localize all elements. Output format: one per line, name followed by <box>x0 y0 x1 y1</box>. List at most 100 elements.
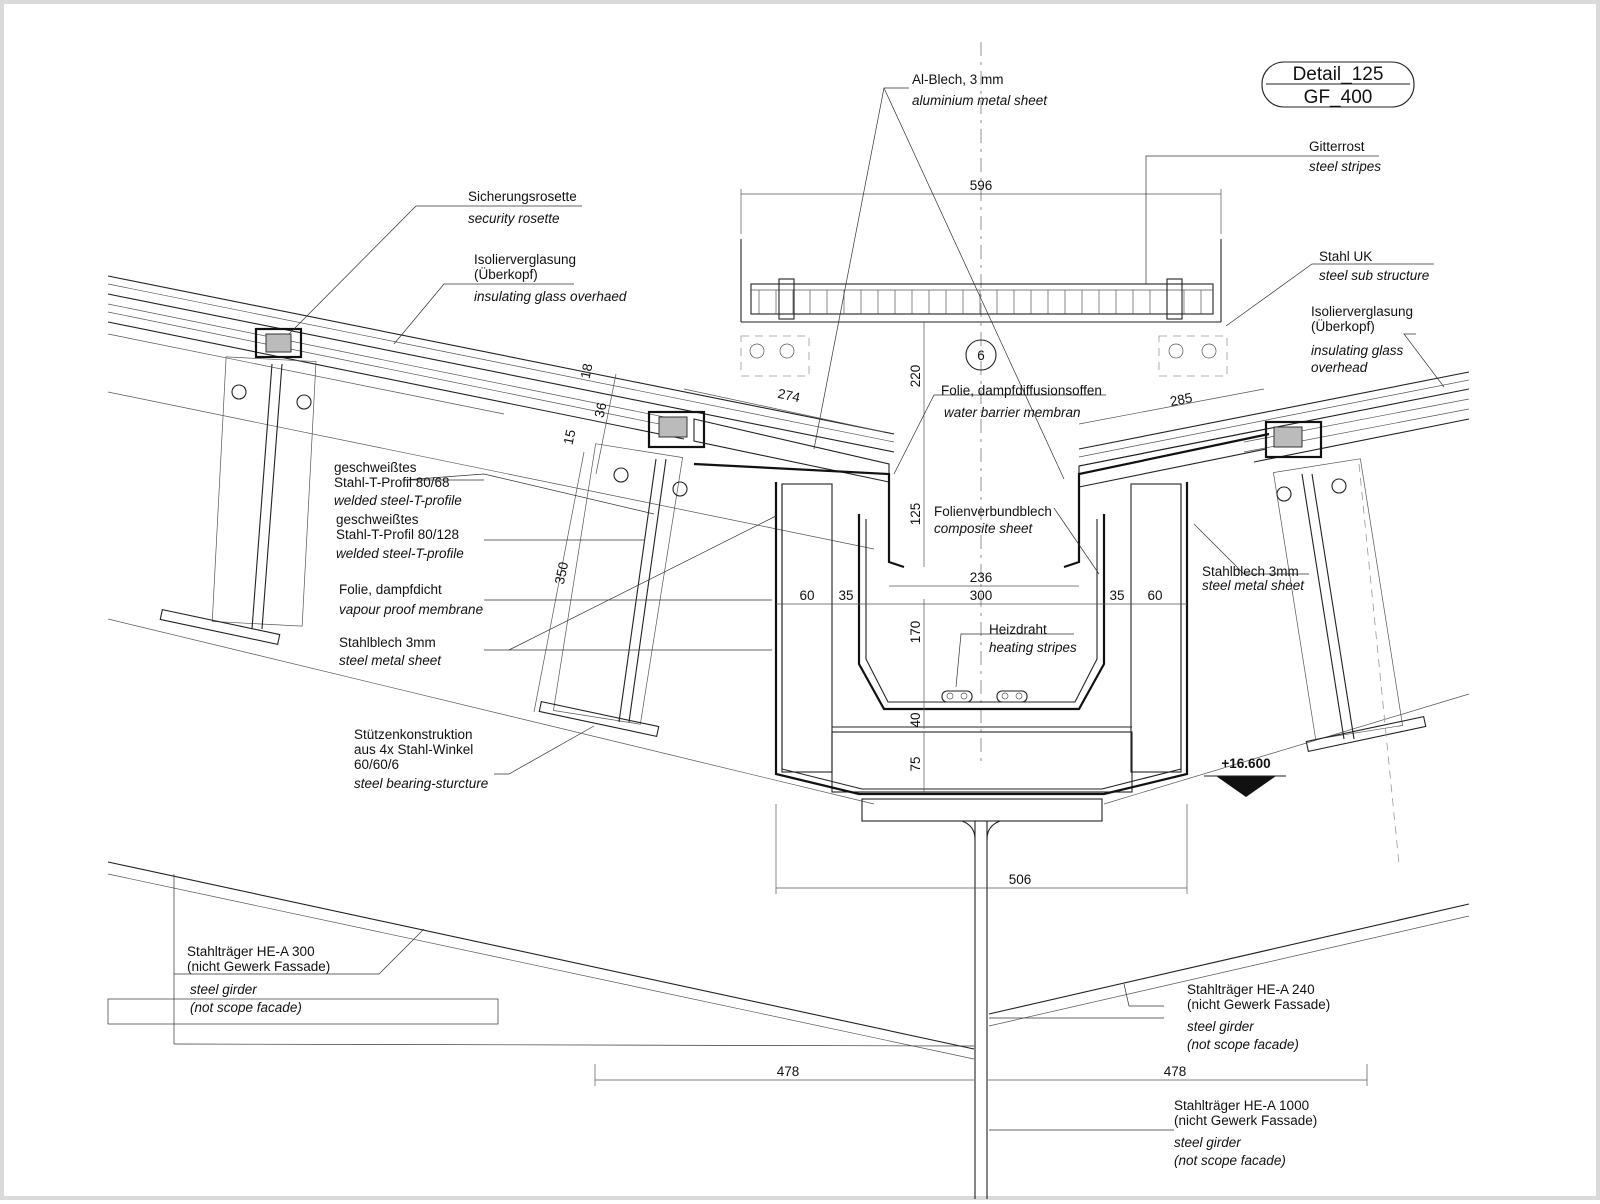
detail-drawing: Detail_125 GF_400 6 <box>107 42 1470 1199</box>
svg-text:Folie, dampfdiffusionsoffen: Folie, dampfdiffusionsoffen <box>941 383 1102 398</box>
svg-text:water barrier membran: water barrier membran <box>944 405 1081 420</box>
leader-lines <box>107 87 1445 1131</box>
dim-35-left: 35 <box>838 588 853 603</box>
svg-text:(nicht Gewerk Fassade): (nicht Gewerk Fassade) <box>1174 1113 1317 1128</box>
dim-60-left: 60 <box>799 588 814 603</box>
dim-170: 170 <box>908 621 923 644</box>
svg-text:steel girder: steel girder <box>1187 1019 1254 1034</box>
sub-structure-plates <box>740 335 1228 377</box>
label-hea240: Stahlträger HE-A 240 (nicht Gewerk Fassa… <box>1187 982 1330 1052</box>
label-stahl-uk: Stahl UK steel sub structure <box>1319 249 1429 283</box>
dim-236: 236 <box>970 570 993 585</box>
svg-text:composite sheet: composite sheet <box>934 521 1034 536</box>
svg-text:Heizdraht: Heizdraht <box>989 622 1047 637</box>
svg-text:Stahlblech 3mm: Stahlblech 3mm <box>1202 564 1299 579</box>
svg-text:Stahlblech 3mm: Stahlblech 3mm <box>339 635 436 650</box>
grating <box>740 239 1222 323</box>
svg-text:geschweißtes: geschweißtes <box>336 512 419 527</box>
dim-75: 75 <box>908 756 923 771</box>
label-hea300: Stahlträger HE-A 300 (nicht Gewerk Fassa… <box>187 944 330 1015</box>
dim-35-right: 35 <box>1109 588 1124 603</box>
dimension-lines: 596 220 125 170 40 75 236 60 35 300 35 6… <box>533 178 1368 1086</box>
level-marker: +16.600 <box>1204 756 1286 797</box>
svg-text:Stahlträger HE-A 300: Stahlträger HE-A 300 <box>187 944 315 959</box>
dim-478-right: 478 <box>1164 1064 1187 1079</box>
svg-text:aluminium metal sheet: aluminium metal sheet <box>912 93 1048 108</box>
title-detail: Detail_125 <box>1293 64 1384 85</box>
level-text: +16.600 <box>1221 756 1270 771</box>
svg-text:(Überkopf): (Überkopf) <box>1311 319 1375 334</box>
svg-text:Folie, dampfdicht: Folie, dampfdicht <box>339 582 442 597</box>
right-rafter <box>1264 420 1427 865</box>
dim-274: 274 <box>776 386 802 405</box>
svg-text:Stahl-T-Profil 80/68: Stahl-T-Profil 80/68 <box>334 475 450 490</box>
svg-text:steel stripes: steel stripes <box>1309 159 1381 174</box>
svg-text:steel girder: steel girder <box>190 982 257 997</box>
svg-text:60/60/6: 60/60/6 <box>354 757 399 772</box>
svg-text:(not scope facade): (not scope facade) <box>1187 1037 1299 1052</box>
svg-text:aus 4x Stahl-Winkel: aus 4x Stahl-Winkel <box>354 742 473 757</box>
svg-text:steel girder: steel girder <box>1174 1135 1241 1150</box>
svg-text:welded steel-T-profile: welded steel-T-profile <box>336 546 464 561</box>
label-steel-sheet-right: Stahlblech 3mm steel metal sheet <box>1202 564 1305 593</box>
label-t-profile-128: geschweißtes Stahl-T-Profil 80/128 welde… <box>336 512 464 561</box>
dim-220: 220 <box>908 365 923 388</box>
label-al-blech: Al-Blech, 3 mm aluminium metal sheet <box>912 72 1048 108</box>
svg-text:Stahlträger HE-A 1000: Stahlträger HE-A 1000 <box>1174 1098 1309 1113</box>
title-block: Detail_125 GF_400 <box>1261 61 1415 108</box>
svg-text:6: 6 <box>977 348 985 363</box>
svg-text:Stahl-T-Profil 80/128: Stahl-T-Profil 80/128 <box>336 527 459 542</box>
svg-text:overhead: overhead <box>1311 360 1368 375</box>
label-insulating-glass-left: Isolierverglasung (Überkopf) insulating … <box>474 252 627 304</box>
dim-18: 18 <box>578 362 596 380</box>
svg-text:security rosette: security rosette <box>468 211 560 226</box>
svg-text:Stahl UK: Stahl UK <box>1319 249 1372 264</box>
dim-60-right: 60 <box>1147 588 1162 603</box>
svg-text:(Überkopf): (Überkopf) <box>474 267 538 282</box>
dim-596: 596 <box>970 178 993 193</box>
left-rafter <box>159 327 317 646</box>
label-water-barrier: Folie, dampfdiffusionsoffen water barrie… <box>941 383 1102 420</box>
svg-text:Sicherungsrosette: Sicherungsrosette <box>468 189 577 204</box>
label-bearing-structure: Stützenkonstruktion aus 4x Stahl-Winkel … <box>354 727 488 791</box>
dim-15: 15 <box>561 428 579 446</box>
section-marker: 6 <box>965 339 997 371</box>
label-hea1000: Stahlträger HE-A 1000 (nicht Gewerk Fass… <box>1174 1098 1317 1168</box>
svg-text:Stützenkonstruktion: Stützenkonstruktion <box>354 727 473 742</box>
dim-506: 506 <box>1009 872 1032 887</box>
dim-125: 125 <box>908 503 923 526</box>
label-vapour-membrane: Folie, dampfdicht vapour proof membrane <box>339 582 483 617</box>
dim-300: 300 <box>970 588 993 603</box>
label-steel-sheet-left: Stahlblech 3mm steel metal sheet <box>339 635 442 668</box>
svg-text:Isolierverglasung: Isolierverglasung <box>1311 304 1413 319</box>
dim-350: 350 <box>552 560 571 585</box>
dim-285: 285 <box>1169 390 1194 409</box>
dim-36: 36 <box>592 401 610 419</box>
title-code: GF_400 <box>1304 87 1373 108</box>
svg-text:steel metal sheet: steel metal sheet <box>339 653 442 668</box>
svg-text:(not scope facade): (not scope facade) <box>1174 1153 1286 1168</box>
svg-text:insulating glass overhaed: insulating glass overhaed <box>474 289 627 304</box>
svg-text:Isolierverglasung: Isolierverglasung <box>474 252 576 267</box>
left-middle-rafter <box>538 410 706 738</box>
right-glass-roof <box>988 371 1470 1027</box>
svg-text:geschweißtes: geschweißtes <box>334 460 417 475</box>
label-t-profile-68: geschweißtes Stahl-T-Profil 80/68 welded… <box>334 460 462 508</box>
label-composite-sheet: Folienverbundblech composite sheet <box>934 504 1052 536</box>
label-gitterrost: Gitterrost steel stripes <box>1309 139 1381 174</box>
svg-text:steel bearing-sturcture: steel bearing-sturcture <box>354 776 488 791</box>
svg-text:Gitterrost: Gitterrost <box>1309 139 1365 154</box>
label-insulating-glass-right: Isolierverglasung (Überkopf) insulating … <box>1311 304 1413 375</box>
svg-text:Al-Blech, 3 mm: Al-Blech, 3 mm <box>912 72 1004 87</box>
left-glass-roof <box>107 275 975 1060</box>
svg-text:heating stripes: heating stripes <box>989 640 1077 655</box>
svg-text:(nicht Gewerk Fassade): (nicht Gewerk Fassade) <box>187 959 330 974</box>
svg-text:Stahlträger HE-A 240: Stahlträger HE-A 240 <box>1187 982 1315 997</box>
svg-text:steel sub structure: steel sub structure <box>1319 268 1429 283</box>
svg-text:steel metal sheet: steel metal sheet <box>1202 578 1305 593</box>
label-sicherungsrosette: Sicherungsrosette security rosette <box>468 189 577 226</box>
svg-text:insulating glass: insulating glass <box>1311 343 1404 358</box>
label-heating-stripes: Heizdraht heating stripes <box>989 622 1077 655</box>
svg-text:welded steel-T-profile: welded steel-T-profile <box>334 493 462 508</box>
